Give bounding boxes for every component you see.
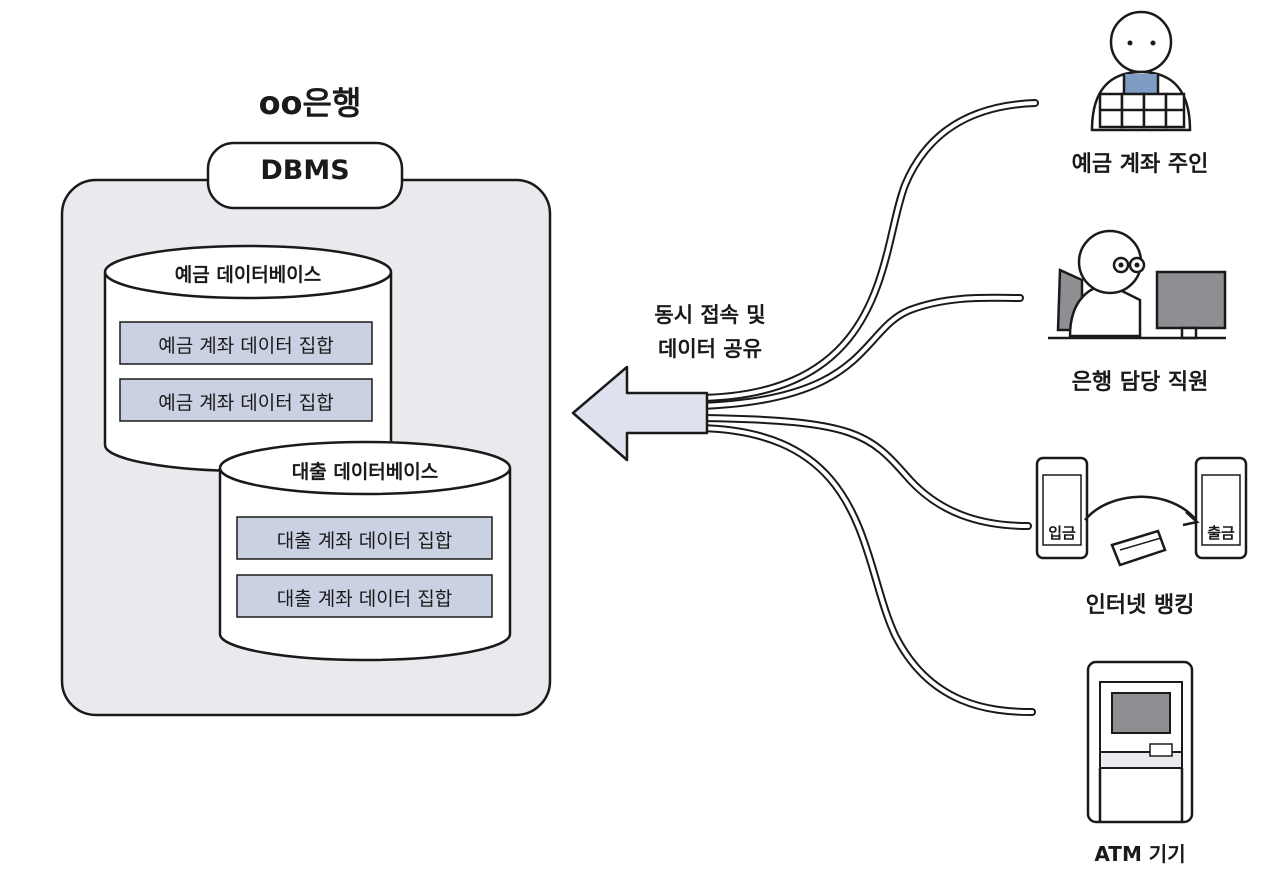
arrow-label-line1: 동시 접속 및 (654, 303, 766, 327)
bank-staff-icon (1048, 229, 1227, 340)
bank-title: oo은행 (258, 84, 362, 122)
account-owner-icon (1090, 10, 1192, 132)
loan-row-1: 대출 계좌 데이터 집합 (276, 530, 453, 552)
loan-database-cylinder (218, 440, 512, 662)
client-label-atm: ATM 기기 (1094, 842, 1186, 866)
loan-database-title: 대출 데이터베이스 (291, 461, 439, 483)
dbms-tab (206, 141, 404, 210)
loan-row-2: 대출 계좌 데이터 집합 (276, 588, 453, 610)
atm-icon (1086, 660, 1194, 824)
deposit-screen-label: 입금 (1048, 524, 1076, 542)
deposit-row-1: 예금 계좌 데이터 집합 (158, 335, 334, 357)
connection-lines (696, 99, 1039, 716)
internet-banking-icon (1035, 456, 1248, 567)
client-label-account-owner: 예금 계좌 주인 (1071, 152, 1209, 177)
dbms-label: DBMS (260, 155, 350, 186)
arrow-label-line2: 데이터 공유 (658, 337, 762, 361)
deposit-row-2: 예금 계좌 데이터 집합 (158, 392, 334, 414)
client-label-bank-staff: 은행 담당 직원 (1071, 370, 1209, 395)
shared-access-arrow (571, 365, 709, 462)
withdraw-screen-label: 출금 (1207, 524, 1235, 542)
deposit-database-title: 예금 데이터베이스 (174, 264, 322, 286)
client-label-internet-banking: 인터넷 뱅킹 (1085, 593, 1195, 618)
deposit-database-cylinder (103, 244, 393, 473)
